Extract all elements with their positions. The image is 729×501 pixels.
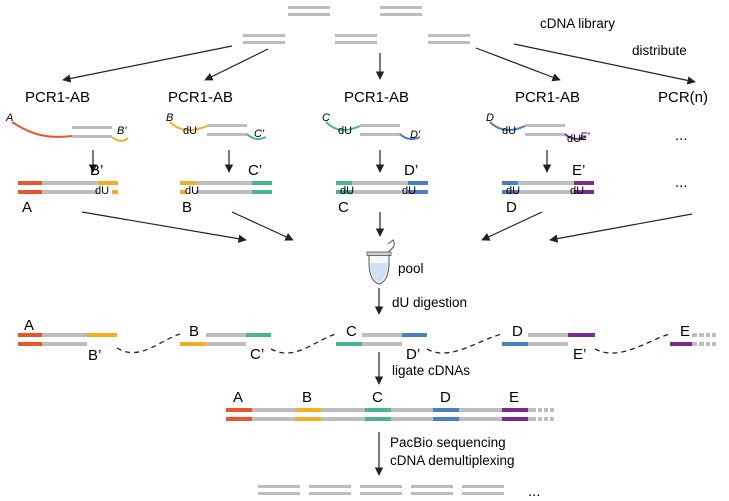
- pcr-product-1: dU: [18, 181, 118, 197]
- digest-label-e: E: [680, 323, 690, 340]
- concat-label-c: C: [372, 389, 383, 406]
- product-label-a: A: [22, 199, 32, 216]
- pcr-label-4: PCR1-AB: [515, 89, 580, 106]
- pool-arrows: [81, 211, 693, 243]
- digest-label-b-prime: B’: [88, 347, 101, 364]
- digestion-label: dU digestion: [392, 295, 467, 310]
- cdna-fragment: [380, 6, 422, 16]
- concat-label-b: B: [302, 389, 312, 406]
- cdna-fragment: [335, 34, 377, 44]
- pcr-label-1: PCR1-AB: [25, 89, 90, 106]
- pcr-product-3: dU dU: [336, 181, 428, 197]
- ligate-label: ligate cDNAs: [392, 363, 470, 378]
- cdna-fragment: [288, 6, 330, 16]
- digested-fragment-5: [670, 331, 716, 348]
- digest-label-d-prime: D’: [406, 346, 420, 363]
- ellipsis: ...: [675, 127, 688, 144]
- digested-fragment-4: [502, 333, 595, 346]
- cdna-library-label: cDNA library: [540, 16, 615, 31]
- pcr-product-4: dU dU: [502, 181, 594, 197]
- product-label-e-prime: E’: [572, 162, 585, 179]
- primer-annealing-2: B dU C': [166, 112, 267, 140]
- pcr-label-n: PCR(n): [658, 89, 708, 106]
- cdna-read: [258, 485, 300, 495]
- du-label: dU: [570, 185, 584, 197]
- du-label: dU: [183, 125, 197, 137]
- cdna-fragment: [243, 34, 285, 44]
- concat-label-a: A: [233, 389, 243, 406]
- cdna-fragment: [428, 34, 470, 44]
- ellipsis: ...: [528, 483, 541, 500]
- concatenated-cdna: [226, 406, 554, 423]
- cdna-read: [309, 485, 351, 495]
- cdna-library: [243, 6, 470, 44]
- primer-d-prime-label: D': [410, 129, 421, 141]
- digest-label-c: C: [346, 323, 357, 340]
- cdna-read: [462, 485, 504, 495]
- sequencing-label: PacBio sequencing: [390, 435, 506, 450]
- digest-label-e-prime: E’: [573, 346, 586, 363]
- ligation-connectors: [116, 333, 671, 354]
- du-label: dU: [338, 125, 352, 137]
- product-label-b: B: [182, 199, 192, 216]
- primer-d-label: D: [486, 112, 494, 124]
- digested-fragment-3: [336, 333, 427, 346]
- primer-annealing-1: A B': [5, 112, 129, 142]
- pcr-label-3: PCR1-AB: [344, 89, 409, 106]
- primer-c-label: C: [322, 112, 330, 124]
- digest-label-c-prime: C’: [250, 346, 264, 363]
- pool-tube-icon: [366, 239, 395, 285]
- primer-c-prime-label: C': [254, 128, 265, 140]
- du-label: dU: [567, 133, 581, 145]
- cdna-read: [360, 485, 402, 495]
- product-label-d-prime: D’: [404, 162, 418, 179]
- du-label: dU: [340, 185, 354, 197]
- ellipsis: ...: [675, 174, 688, 191]
- pcr-product-2: dU: [180, 181, 272, 197]
- concat-label-e: E: [509, 389, 519, 406]
- pcr-label-2: PCR1-AB: [168, 89, 233, 106]
- product-label-d: D: [506, 199, 517, 216]
- distribute-arrows: [62, 43, 696, 85]
- product-label-c-prime: C’: [248, 162, 262, 179]
- primer-e-prime-label: E': [580, 131, 590, 143]
- digest-label-d: D: [512, 323, 523, 340]
- demux-label: cDNA demultiplexing: [390, 453, 515, 468]
- du-label: dU: [502, 125, 516, 137]
- demultiplexed-cdnas: [258, 485, 504, 495]
- du-label: dU: [402, 185, 416, 197]
- primer-b-prime-label: B': [117, 125, 127, 137]
- primer-annealing-3: C dU D': [322, 112, 421, 141]
- concat-label-d: D: [440, 389, 451, 406]
- du-label: dU: [506, 185, 520, 197]
- digested-fragment-1: [18, 333, 117, 346]
- pool-label: pool: [398, 261, 424, 276]
- primer-b-label: B: [166, 112, 173, 124]
- digested-fragment-2: [180, 333, 271, 346]
- primer-annealing-4: D dU dU E': [486, 112, 590, 145]
- pcr-arrows: [88, 150, 552, 173]
- product-label-c: C: [338, 199, 349, 216]
- primer-a-label: A: [5, 112, 13, 124]
- du-label: dU: [95, 185, 109, 197]
- cdna-read: [411, 485, 453, 495]
- digest-label-b: B: [189, 323, 199, 340]
- distribute-label: distribute: [632, 43, 687, 58]
- digest-label-a: A: [24, 317, 34, 334]
- product-label-b-prime: B’: [90, 162, 103, 179]
- du-label: dU: [185, 185, 199, 197]
